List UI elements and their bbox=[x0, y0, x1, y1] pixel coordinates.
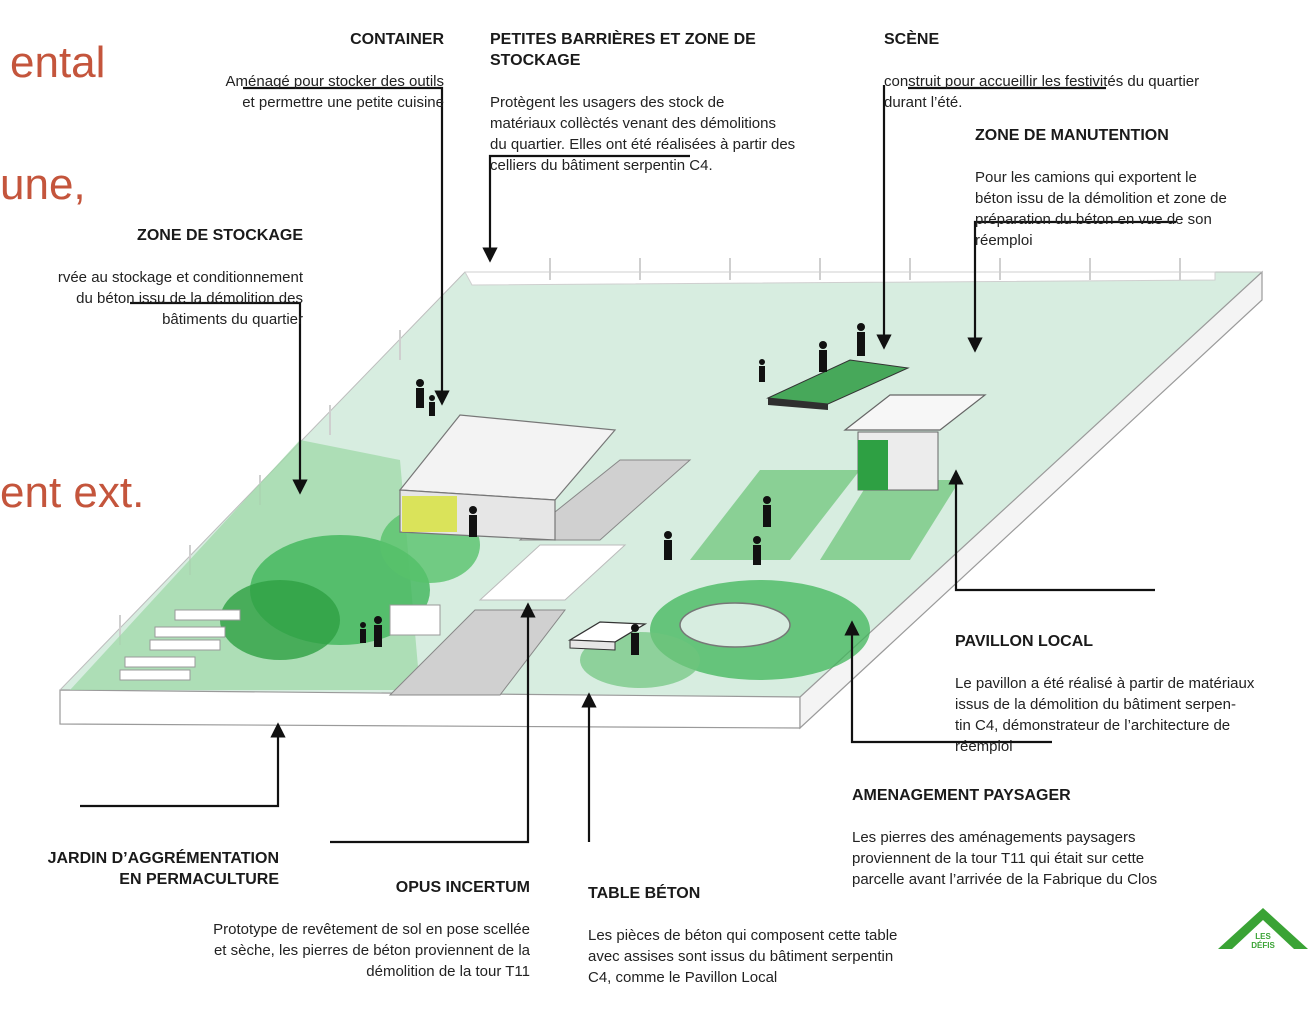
label-paysager-text: Les pierres des aménagements paysagers p… bbox=[852, 829, 1158, 888]
svg-text:DÉFIS: DÉFIS bbox=[1251, 941, 1275, 949]
leader-lines bbox=[80, 85, 1176, 844]
label-opus-text: Prototype de revêtement de sol en pose s… bbox=[213, 921, 530, 980]
label-paysager-title: AMENAGEMENT PAYSAGER bbox=[852, 787, 1071, 804]
opus-incertum-paving bbox=[388, 459, 692, 696]
stage bbox=[766, 359, 910, 410]
concrete-table bbox=[567, 621, 648, 651]
label-container-title: CONTAINER bbox=[350, 31, 444, 48]
vegetation bbox=[70, 440, 960, 690]
label-manutention: ZONE DE MANUTENTION Pour les camions qui… bbox=[975, 104, 1295, 272]
slide-text-fragment-3: ent ext. bbox=[0, 468, 145, 517]
label-barrieres-title: PETITES BARRIÈRES ET ZONE DE STOCKAGE bbox=[490, 31, 756, 69]
label-table: TABLE BÉTON Les pièces de béton qui comp… bbox=[588, 862, 968, 1009]
label-scene: SCÈNE construit pour accueillir les fest… bbox=[884, 8, 1284, 134]
pavilion-local bbox=[843, 394, 987, 491]
label-opus: OPUS INCERTUM Prototype de revêtement de… bbox=[150, 856, 530, 1003]
label-container: CONTAINER Aménagé pour stocker des outil… bbox=[150, 8, 444, 134]
label-stockage: ZONE DE STOCKAGE rvée au stockage et con… bbox=[0, 204, 303, 351]
label-pavillon: PAVILLON LOCAL Le pavillon a été réalisé… bbox=[955, 610, 1310, 778]
label-stockage-text: rvée au stockage et conditionnement du b… bbox=[57, 269, 303, 328]
slide-text-fragment-1: ental bbox=[10, 38, 106, 87]
label-container-text: Aménagé pour stocker des outils et perme… bbox=[225, 73, 444, 111]
label-jardin: JARDIN D’AGGRÉMENTATION EN PERMACULTURE bbox=[0, 827, 279, 911]
label-jardin-title: JARDIN D’AGGRÉMENTATION EN PERMACULTURE bbox=[47, 850, 279, 888]
label-stockage-title: ZONE DE STOCKAGE bbox=[137, 227, 303, 244]
label-table-text: Les pièces de béton qui composent cette … bbox=[588, 927, 898, 986]
slide-text-fragment-2: une, bbox=[0, 160, 86, 209]
label-scene-text: construit pour accueillir les festivités… bbox=[884, 73, 1200, 111]
label-barrieres-text: Protègent les usagers des stock de matér… bbox=[490, 94, 796, 174]
label-table-title: TABLE BÉTON bbox=[588, 885, 701, 902]
label-opus-title: OPUS INCERTUM bbox=[395, 879, 530, 896]
site-illustration bbox=[59, 85, 1263, 844]
label-manutention-text: Pour les camions qui exportent le béton … bbox=[975, 169, 1227, 249]
label-pavillon-text: Le pavillon a été réalisé à partir de ma… bbox=[955, 675, 1255, 755]
label-manutention-title: ZONE DE MANUTENTION bbox=[975, 127, 1169, 144]
label-barrieres: PETITES BARRIÈRES ET ZONE DE STOCKAGE Pr… bbox=[490, 8, 860, 197]
label-paysager: AMENAGEMENT PAYSAGER Les pierres des amé… bbox=[852, 764, 1252, 911]
label-scene-title: SCÈNE bbox=[884, 31, 940, 48]
people-silhouettes bbox=[360, 323, 865, 655]
stacked-materials bbox=[119, 604, 441, 681]
container-building bbox=[398, 414, 617, 541]
svg-text:LES: LES bbox=[1255, 932, 1271, 941]
les-defis-logo: LES DÉFIS bbox=[1218, 908, 1308, 949]
label-pavillon-title: PAVILLON LOCAL bbox=[955, 633, 1094, 650]
